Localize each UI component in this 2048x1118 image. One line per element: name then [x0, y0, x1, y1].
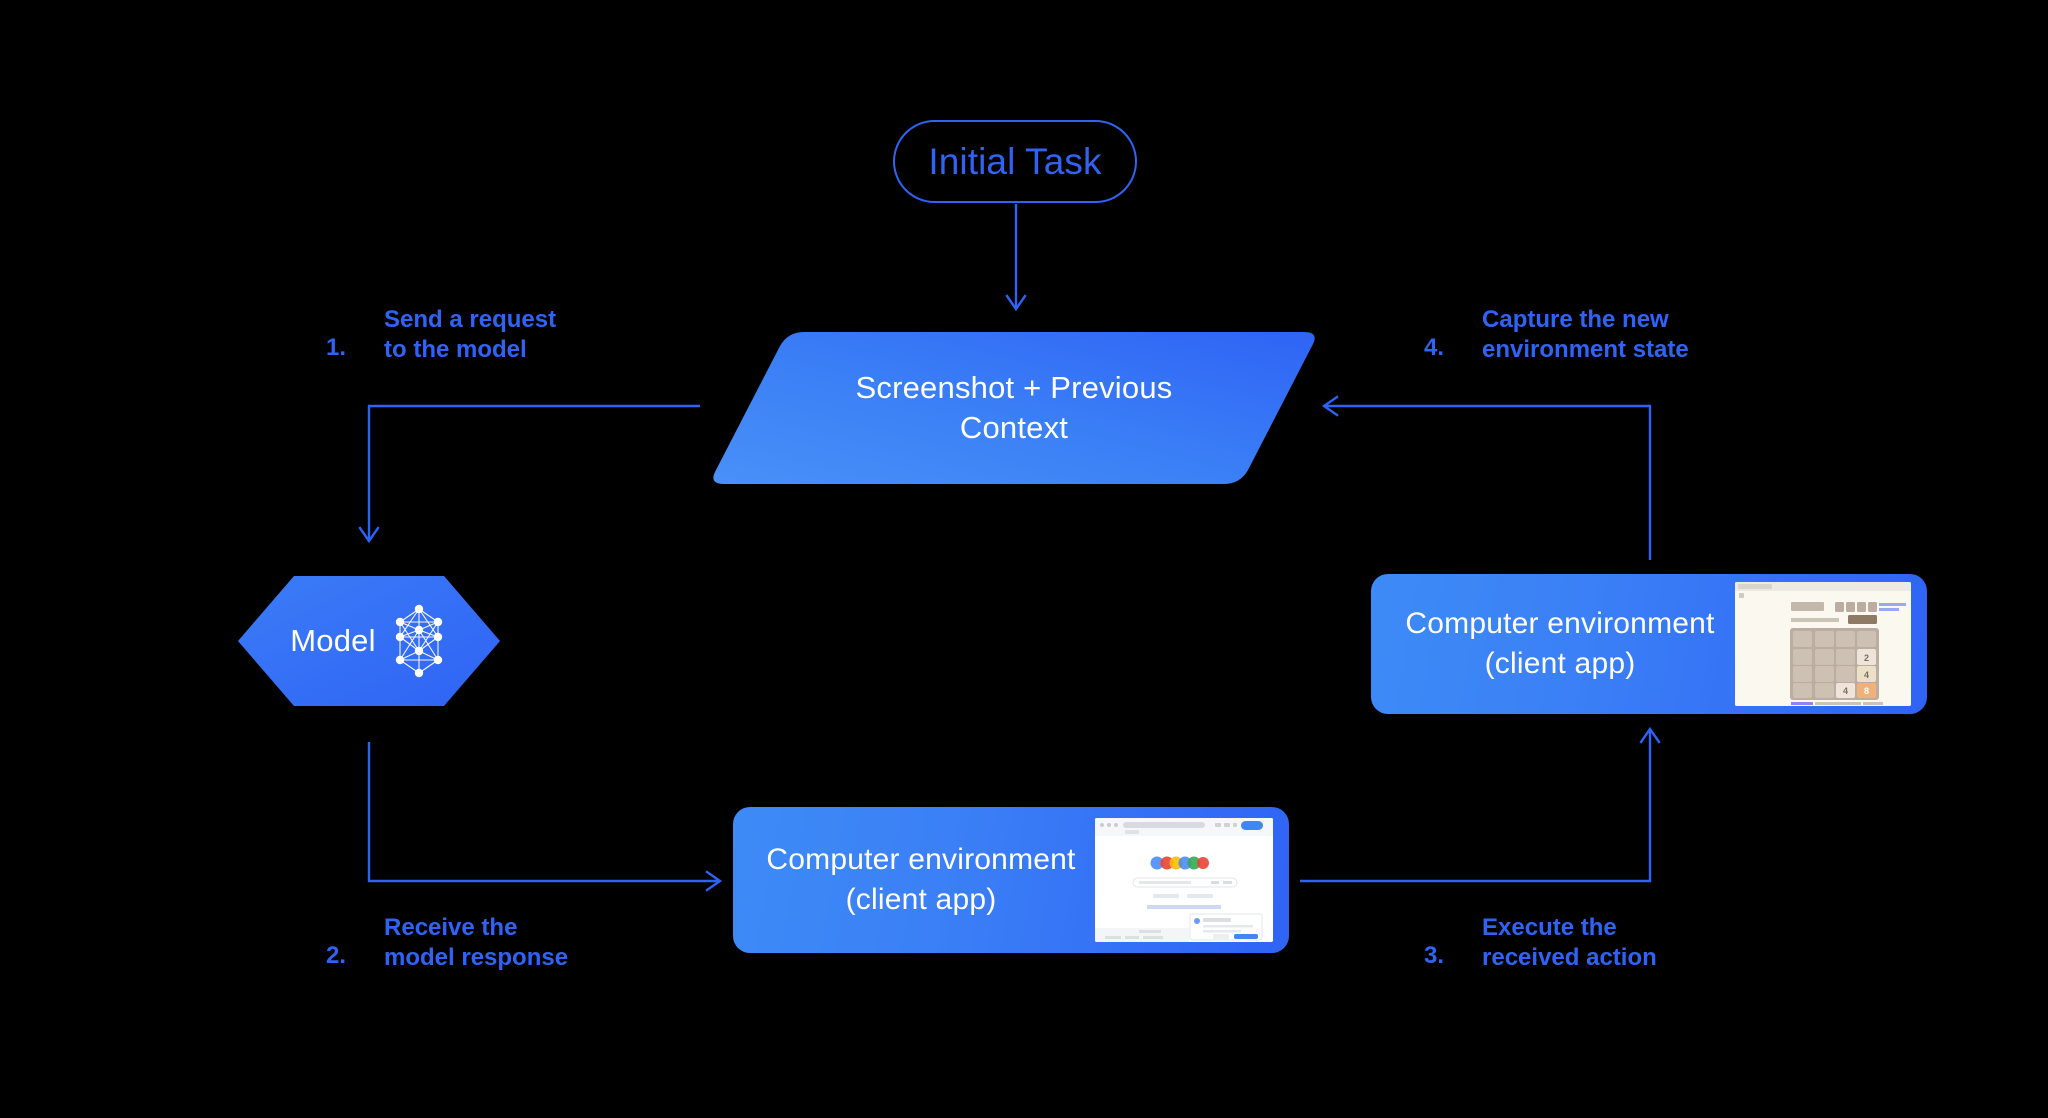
- node-computer-environment-right[interactable]: Computer environment (client app): [1371, 574, 1927, 714]
- thumbnail-google-search: [1095, 818, 1273, 942]
- context-label-line2: Context: [959, 410, 1069, 445]
- edge-context-to-model: [358, 404, 700, 544]
- hexagon-shape: [238, 576, 500, 706]
- edge-model-to-env-bottom: [367, 742, 723, 892]
- step-3-text: Execute the received action: [1482, 914, 1657, 971]
- step-4-number: 4.: [1424, 334, 1445, 361]
- edge-env-right-to-context: [1321, 395, 1652, 560]
- step-label-3: 3. Execute the received action: [1424, 913, 1657, 973]
- env-bottom-label-line1: Computer environment: [766, 843, 1076, 876]
- env-right-label-line2: (client app): [1484, 647, 1636, 680]
- node-computer-environment-bottom[interactable]: Computer environment (client app): [733, 807, 1289, 953]
- env-bottom-label-line2: (client app): [845, 883, 997, 916]
- screenshot-context-label: Screenshot + Previous Context: [708, 332, 1320, 484]
- parallelogram-shape: [713, 332, 1315, 484]
- node-initial-task[interactable]: Initial Task: [893, 120, 1137, 203]
- env-right-label: Computer environment (client app): [1371, 604, 1735, 684]
- step-label-4: 4. Capture the new environment state: [1424, 305, 1689, 365]
- env-bottom-label: Computer environment (client app): [733, 840, 1095, 920]
- browser-screenshot-art: [1095, 818, 1273, 942]
- context-label-line1: Screenshot + Previous: [855, 370, 1173, 405]
- neural-network-icon: [395, 604, 442, 678]
- game-screenshot-art: 2 4 4 8: [1735, 582, 1911, 706]
- edge-env-bottom-to-env-right: [1300, 726, 1661, 883]
- step-1-number: 1.: [326, 334, 347, 361]
- node-screenshot-context[interactable]: Screenshot + Previous Context: [708, 332, 1320, 484]
- thumbnail-2048-game: 2 4 4 8: [1735, 582, 1911, 706]
- env-right-label-line1: Computer environment: [1405, 607, 1715, 640]
- step-label-1: 1. Send a request to the model: [326, 305, 556, 365]
- edge-task-to-context: [1005, 204, 1027, 312]
- model-label: Model: [290, 623, 376, 658]
- step-3-number: 3.: [1424, 942, 1445, 969]
- svg-text:4: 4: [1843, 686, 1848, 696]
- svg-text:4: 4: [1864, 670, 1869, 680]
- svg-text:8: 8: [1864, 686, 1869, 696]
- node-model[interactable]: Model: [238, 576, 500, 706]
- initial-task-label: Initial Task: [928, 140, 1102, 182]
- step-1-text: Send a request to the model: [384, 306, 557, 363]
- svg-text:2: 2: [1864, 653, 1869, 663]
- step-2-number: 2.: [326, 942, 347, 969]
- step-4-text: Capture the new environment state: [1482, 306, 1689, 363]
- step-2-text: Receive the model response: [384, 914, 569, 971]
- step-label-2: 2. Receive the model response: [326, 913, 568, 973]
